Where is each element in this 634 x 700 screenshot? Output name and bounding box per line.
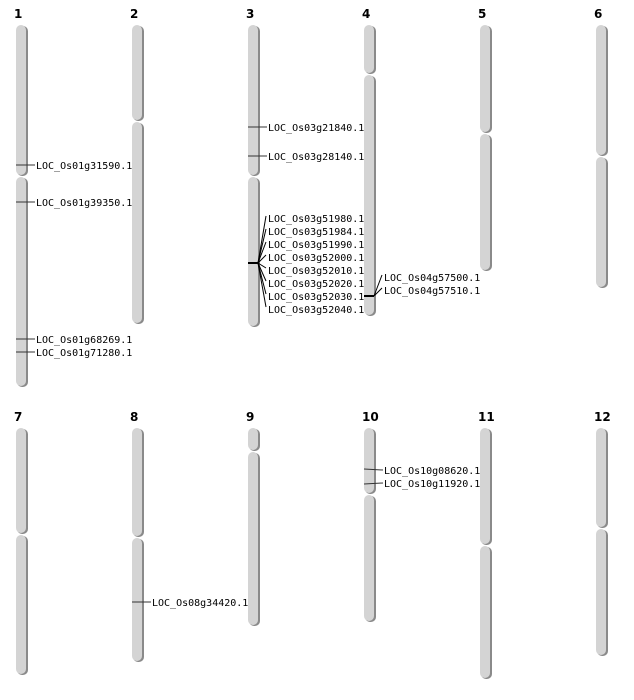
gene-label: LOC_Os03g21840.1 xyxy=(268,123,364,134)
gene-label: LOC_Os04g57510.1 xyxy=(384,286,480,297)
gene-label: LOC_Os01g68269.1 xyxy=(36,335,132,346)
long-arm xyxy=(596,529,606,655)
gene-label: LOC_Os03g51984.1 xyxy=(268,227,364,238)
gene-label: LOC_Os01g39350.1 xyxy=(36,198,132,209)
chromosome-label: 1 xyxy=(14,7,22,21)
gene-label: LOC_Os03g52040.1 xyxy=(268,305,364,316)
gene-label: LOC_Os03g52020.1 xyxy=(268,279,364,290)
gene-connector xyxy=(257,228,267,264)
long-arm xyxy=(364,75,374,315)
gene-connector xyxy=(257,262,267,308)
gene-marker xyxy=(363,468,384,471)
short-arm xyxy=(132,25,142,120)
long-arm xyxy=(248,177,258,326)
long-arm xyxy=(132,538,142,661)
gene-connector xyxy=(257,262,267,282)
gene-label: LOC_Os03g28140.1 xyxy=(268,152,364,163)
gene-label: LOC_Os01g31590.1 xyxy=(36,161,132,172)
chromosome-label: 5 xyxy=(478,7,486,21)
chromosome-3: 3LOC_Os03g21840.1LOC_Os03g28140.1LOC_Os0… xyxy=(246,7,364,327)
short-arm xyxy=(480,428,490,544)
short-arm xyxy=(596,428,606,527)
gene-label: LOC_Os03g52010.1 xyxy=(268,266,364,277)
short-arm xyxy=(132,428,142,536)
chromosome-label: 11 xyxy=(478,410,495,424)
short-arm xyxy=(248,25,258,175)
chromosome-11: 11 xyxy=(478,410,495,679)
gene-connector xyxy=(257,262,267,269)
gene-connector xyxy=(257,241,267,264)
chromosome-label: 9 xyxy=(246,410,254,424)
long-arm xyxy=(364,495,374,621)
short-arm xyxy=(364,25,374,73)
gene-label: LOC_Os03g52000.1 xyxy=(268,253,364,264)
short-arm xyxy=(248,428,258,450)
long-arm xyxy=(132,122,142,323)
chromosome-9: 9 xyxy=(246,410,260,626)
chromosome-label: 6 xyxy=(594,7,602,21)
short-arm xyxy=(480,25,490,132)
chromosome-label: 12 xyxy=(594,410,611,424)
gene-label: LOC_Os04g57500.1 xyxy=(384,273,480,284)
chromosome-12: 12 xyxy=(594,410,611,656)
gene-label: LOC_Os01g71280.1 xyxy=(36,348,132,359)
gene-label: LOC_Os03g52030.1 xyxy=(268,292,364,303)
short-arm xyxy=(596,25,606,155)
long-arm xyxy=(480,546,490,678)
gene-label: LOC_Os10g11920.1 xyxy=(384,479,480,490)
chromosome-5: 5 xyxy=(478,7,492,271)
chromosome-label: 2 xyxy=(130,7,138,21)
chromosome-1: 1LOC_Os01g31590.1LOC_Os01g39350.1LOC_Os0… xyxy=(14,7,132,387)
chromosome-label: 10 xyxy=(362,410,379,424)
gene-marker xyxy=(363,482,384,485)
long-arm xyxy=(480,134,490,270)
gene-connector xyxy=(373,274,383,297)
short-arm xyxy=(16,25,26,175)
chromosome-label: 7 xyxy=(14,410,22,424)
gene-connector xyxy=(257,254,267,264)
long-arm xyxy=(248,452,258,625)
gene-label: LOC_Os03g51990.1 xyxy=(268,240,364,251)
gene-connector xyxy=(373,287,383,297)
gene-label: LOC_Os08g34420.1 xyxy=(152,598,248,609)
chromosome-label: 3 xyxy=(246,7,254,21)
gene-label: LOC_Os03g51980.1 xyxy=(268,214,364,225)
long-arm xyxy=(16,177,26,386)
gene-label: LOC_Os10g08620.1 xyxy=(384,466,480,477)
chromosome-6: 6 xyxy=(594,7,608,288)
chromosome-label: 8 xyxy=(130,410,138,424)
long-arm xyxy=(596,157,606,287)
chromosome-7: 7 xyxy=(14,410,28,675)
short-arm xyxy=(16,428,26,533)
chromosome-2: 2 xyxy=(130,7,144,324)
short-arm xyxy=(364,428,374,493)
chromosome-label: 4 xyxy=(362,7,370,21)
long-arm xyxy=(16,535,26,674)
